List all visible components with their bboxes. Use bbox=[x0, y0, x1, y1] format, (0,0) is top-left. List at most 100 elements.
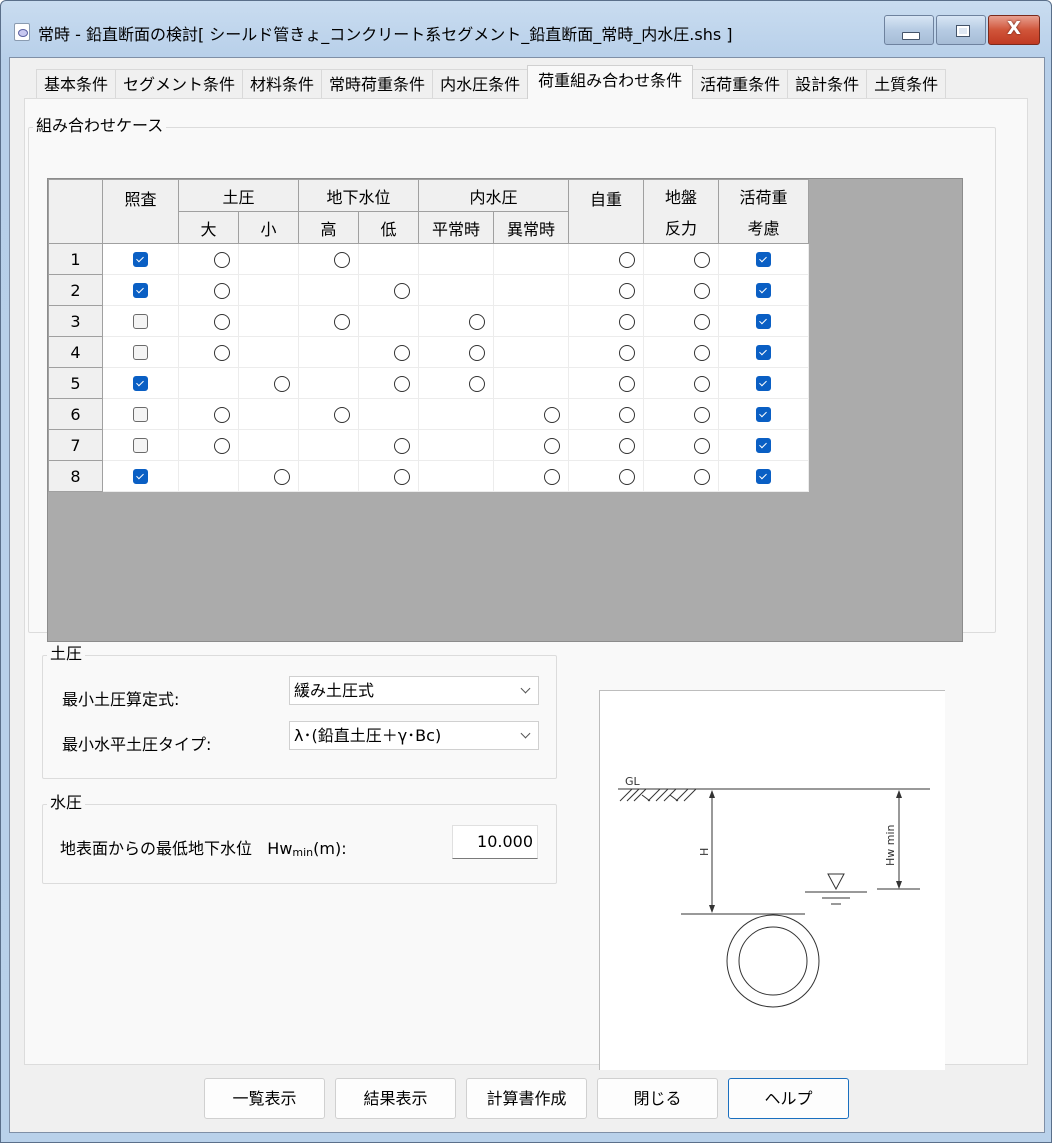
earth-large-cell[interactable] bbox=[178, 429, 239, 461]
inner-abnormal-cell[interactable] bbox=[493, 460, 569, 492]
check-cell[interactable] bbox=[102, 429, 179, 461]
gw-low-cell[interactable] bbox=[358, 274, 419, 306]
gw-high-cell[interactable] bbox=[298, 336, 359, 368]
inner-abnormal-cell[interactable] bbox=[493, 243, 569, 275]
check-checkbox[interactable] bbox=[133, 345, 148, 360]
gw-low-cell[interactable] bbox=[358, 367, 419, 399]
ground-reaction-cell[interactable] bbox=[643, 398, 719, 430]
gw-low-radio-icon[interactable] bbox=[394, 344, 410, 361]
live-load-checkbox[interactable] bbox=[756, 283, 771, 298]
inner-abnormal-cell[interactable] bbox=[493, 274, 569, 306]
inner-normal-cell[interactable] bbox=[418, 398, 494, 430]
tab-0[interactable]: 基本条件 bbox=[36, 69, 117, 99]
ground-reaction-radio-icon[interactable] bbox=[694, 313, 710, 330]
live-load-checkbox[interactable] bbox=[756, 438, 771, 453]
gw-low-radio-icon[interactable] bbox=[394, 282, 410, 299]
ground-reaction-radio-icon[interactable] bbox=[694, 437, 710, 454]
check-checkbox[interactable] bbox=[133, 376, 148, 391]
earth-large-radio-icon[interactable] bbox=[214, 313, 230, 330]
maximize-button[interactable] bbox=[936, 15, 986, 45]
inner-abnormal-radio-icon[interactable] bbox=[544, 468, 560, 485]
check-cell[interactable] bbox=[102, 398, 179, 430]
ground-reaction-radio-icon[interactable] bbox=[694, 375, 710, 392]
ground-reaction-cell[interactable] bbox=[643, 460, 719, 492]
ground-reaction-radio-icon[interactable] bbox=[694, 406, 710, 423]
tab-3[interactable]: 常時荷重条件 bbox=[321, 69, 434, 99]
gw-low-cell[interactable] bbox=[358, 305, 419, 337]
help-button[interactable]: ヘルプ bbox=[728, 1078, 849, 1119]
gw-high-radio-icon[interactable] bbox=[334, 406, 350, 423]
self-weight-cell[interactable] bbox=[568, 460, 644, 492]
check-cell[interactable] bbox=[102, 274, 179, 306]
live-load-checkbox[interactable] bbox=[756, 314, 771, 329]
inner-normal-cell[interactable] bbox=[418, 336, 494, 368]
live-load-cell[interactable] bbox=[718, 243, 809, 275]
create-report-button[interactable]: 計算書作成 bbox=[466, 1078, 587, 1119]
check-cell[interactable] bbox=[102, 460, 179, 492]
close-window-button[interactable]: X bbox=[988, 15, 1040, 45]
earth-small-cell[interactable] bbox=[238, 398, 299, 430]
self-weight-cell[interactable] bbox=[568, 305, 644, 337]
earth-large-cell[interactable] bbox=[178, 336, 239, 368]
self-weight-radio-icon[interactable] bbox=[619, 282, 635, 299]
check-cell[interactable] bbox=[102, 305, 179, 337]
self-weight-radio-icon[interactable] bbox=[619, 251, 635, 268]
gw-low-radio-icon[interactable] bbox=[394, 468, 410, 485]
check-cell[interactable] bbox=[102, 243, 179, 275]
inner-normal-radio-icon[interactable] bbox=[469, 375, 485, 392]
inner-abnormal-cell[interactable] bbox=[493, 367, 569, 399]
earth-large-radio-icon[interactable] bbox=[214, 282, 230, 299]
earth-large-cell[interactable] bbox=[178, 305, 239, 337]
gw-low-cell[interactable] bbox=[358, 429, 419, 461]
gw-low-radio-icon[interactable] bbox=[394, 437, 410, 454]
gw-low-cell[interactable] bbox=[358, 398, 419, 430]
tab-5[interactable]: 荷重組み合わせ条件 bbox=[527, 65, 694, 99]
ground-reaction-radio-icon[interactable] bbox=[694, 344, 710, 361]
gw-high-cell[interactable] bbox=[298, 305, 359, 337]
inner-normal-cell[interactable] bbox=[418, 305, 494, 337]
live-load-cell[interactable] bbox=[718, 429, 809, 461]
ground-reaction-radio-icon[interactable] bbox=[694, 251, 710, 268]
self-weight-radio-icon[interactable] bbox=[619, 375, 635, 392]
live-load-checkbox[interactable] bbox=[756, 252, 771, 267]
minimize-button[interactable] bbox=[884, 15, 934, 45]
tab-2[interactable]: 材料条件 bbox=[242, 69, 323, 99]
earth-small-radio-icon[interactable] bbox=[274, 375, 290, 392]
ground-reaction-cell[interactable] bbox=[643, 336, 719, 368]
self-weight-cell[interactable] bbox=[568, 336, 644, 368]
live-load-checkbox[interactable] bbox=[756, 376, 771, 391]
earth-small-cell[interactable] bbox=[238, 305, 299, 337]
live-load-cell[interactable] bbox=[718, 367, 809, 399]
inner-normal-radio-icon[interactable] bbox=[469, 313, 485, 330]
list-view-button[interactable]: 一覧表示 bbox=[204, 1078, 325, 1119]
earth-large-cell[interactable] bbox=[178, 367, 239, 399]
inner-abnormal-radio-icon[interactable] bbox=[544, 437, 560, 454]
live-load-checkbox[interactable] bbox=[756, 469, 771, 484]
gw-high-cell[interactable] bbox=[298, 398, 359, 430]
self-weight-radio-icon[interactable] bbox=[619, 313, 635, 330]
earth-large-cell[interactable] bbox=[178, 243, 239, 275]
check-checkbox[interactable] bbox=[133, 407, 148, 422]
inner-normal-radio-icon[interactable] bbox=[469, 344, 485, 361]
gw-high-cell[interactable] bbox=[298, 274, 359, 306]
ground-reaction-cell[interactable] bbox=[643, 274, 719, 306]
gw-high-cell[interactable] bbox=[298, 243, 359, 275]
ground-reaction-cell[interactable] bbox=[643, 367, 719, 399]
close-button[interactable]: 閉じる bbox=[597, 1078, 718, 1119]
inner-normal-cell[interactable] bbox=[418, 274, 494, 306]
earth-small-cell[interactable] bbox=[238, 429, 299, 461]
earth-large-cell[interactable] bbox=[178, 398, 239, 430]
ground-reaction-cell[interactable] bbox=[643, 243, 719, 275]
inner-normal-cell[interactable] bbox=[418, 429, 494, 461]
earth-large-radio-icon[interactable] bbox=[214, 344, 230, 361]
gw-high-cell[interactable] bbox=[298, 429, 359, 461]
inner-normal-cell[interactable] bbox=[418, 243, 494, 275]
ground-reaction-radio-icon[interactable] bbox=[694, 282, 710, 299]
earth-small-cell[interactable] bbox=[238, 274, 299, 306]
live-load-checkbox[interactable] bbox=[756, 407, 771, 422]
gw-low-radio-icon[interactable] bbox=[394, 375, 410, 392]
check-checkbox[interactable] bbox=[133, 314, 148, 329]
check-checkbox[interactable] bbox=[133, 252, 148, 267]
gw-high-cell[interactable] bbox=[298, 367, 359, 399]
earth-large-cell[interactable] bbox=[178, 460, 239, 492]
